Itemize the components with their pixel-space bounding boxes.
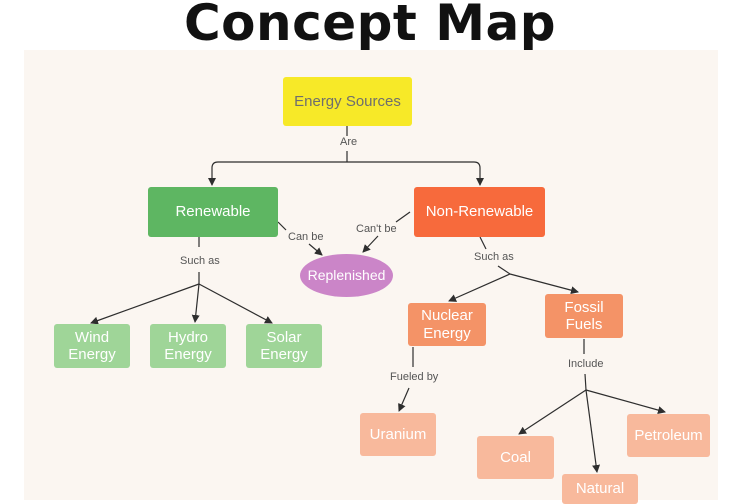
node-wind-energy: Wind Energy [54,324,130,368]
link-label-can-be: Can be [286,231,326,243]
page-title: Concept Map [183,0,557,52]
link-label-cant-be: Can't be [354,223,399,235]
edge-fueledby-uranium [398,387,410,412]
link-label-are: Are [338,136,360,148]
edge-to-coal [518,389,587,435]
edge-include-hub [584,373,587,391]
edge-to-wind [90,283,200,325]
node-petroleum: Petroleum [627,414,710,457]
edge-to-hydro [191,283,200,323]
node-natural: Natural [562,474,638,504]
node-renewable: Renewable [148,187,278,237]
edge-to-fossil [509,273,579,295]
link-label-include: Include [566,358,606,370]
edge-to-solar [198,283,273,324]
link-label-such-as-left: Such as [178,255,222,267]
node-solar-energy: Solar Energy [246,324,322,368]
edge-root-to-renewable [208,161,347,186]
node-nuclear-energy: Nuclear Energy [408,303,486,346]
edge-cantbe-replenished [362,235,379,253]
edge-suchas-hub-right [497,265,511,275]
edge-nonrenewable-cantbe [395,211,411,223]
link-label-such-as-right: Such as [472,251,516,263]
node-hydro-energy: Hydro Energy [150,324,226,368]
edge-to-nuclear [448,273,511,302]
node-non-renewable: Non-Renewable [414,187,545,237]
edge-nonrenewable-suchas [479,236,487,250]
link-label-fueled-by: Fueled by [388,371,441,383]
node-energy-sources: Energy Sources [283,77,412,126]
edge-to-petroleum [585,389,666,414]
node-fossil-fuels: Fossil Fuels [545,294,623,338]
edge-to-natural [585,389,601,473]
edge-canbe-replenished [308,243,323,256]
edge-renewable-canbe [277,221,287,231]
node-coal: Coal [477,436,554,479]
edge-root-to-nonrenewable [347,161,484,186]
node-replenished: Replenished [300,254,393,297]
node-uranium: Uranium [360,413,436,456]
